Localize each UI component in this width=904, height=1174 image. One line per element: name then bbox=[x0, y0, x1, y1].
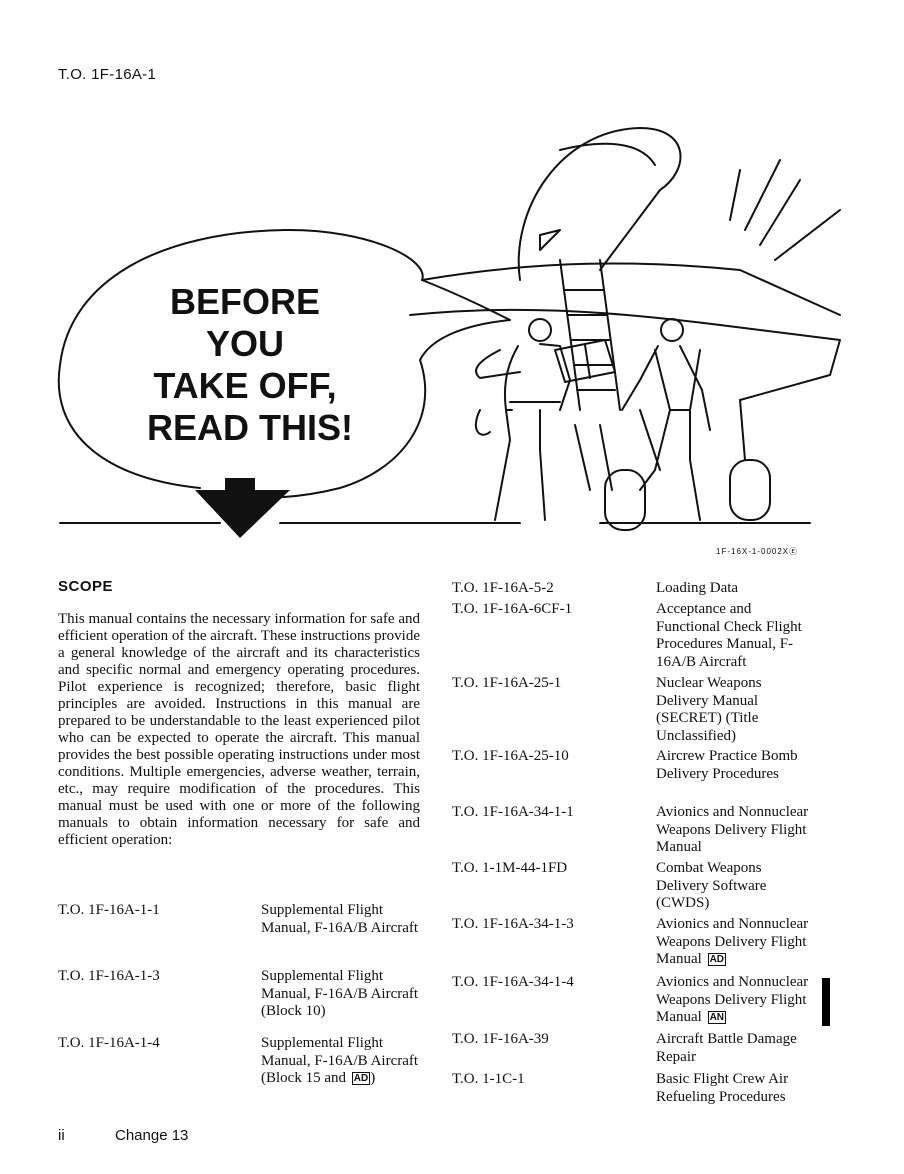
illustration-line-1: BEFORE bbox=[170, 281, 320, 322]
reference-title: Supplemental Flight Manual, F-16A/B Airc… bbox=[261, 902, 419, 936]
reference-number: T.O. 1F-16A-25-1 bbox=[452, 675, 562, 691]
reference-title: Nuclear Weapons Delivery Manual (SECRET)… bbox=[656, 675, 762, 744]
illustration-line-4: READ THIS! bbox=[147, 407, 353, 448]
reference-number: T.O. 1F-16A-34-1-4 bbox=[452, 974, 574, 990]
change-number: Change 13 bbox=[115, 1127, 189, 1144]
speech-bubble-icon bbox=[57, 228, 511, 499]
reference-number: T.O. 1F-16A-5-2 bbox=[452, 580, 554, 596]
reference-title: Loading Data bbox=[656, 580, 739, 596]
reference-title: Aircrew Practice Bomb Delivery Procedure… bbox=[656, 748, 798, 782]
reference-number: T.O. 1F-16A-1-4 bbox=[58, 1035, 160, 1051]
reference-number: T.O. 1-1M-44-1FD bbox=[452, 860, 568, 876]
reference-title: Combat Weapons Delivery Software (CWDS) bbox=[656, 860, 767, 911]
reference-number: T.O. 1F-16A-34-1-3 bbox=[452, 916, 574, 932]
reference-number: T.O. 1F-16A-25-10 bbox=[452, 748, 569, 764]
document-number: T.O. 1F-16A-1 bbox=[58, 66, 157, 83]
reference-title: Avionics and Nonnuclear Weapons Delivery… bbox=[656, 916, 809, 967]
an-badge: AN bbox=[707, 1011, 727, 1024]
scope-heading: SCOPE bbox=[58, 578, 114, 595]
illustration-line-2: YOU bbox=[206, 323, 284, 364]
reference-number: T.O. 1F-16A-1-3 bbox=[58, 968, 160, 984]
reference-number: T.O. 1-1C-1 bbox=[452, 1071, 525, 1087]
reference-title: Basic Flight Crew Air Refueling Procedur… bbox=[656, 1071, 789, 1105]
ad-badge: AD bbox=[707, 953, 727, 966]
scope-paragraph: This manual contains the necessary infor… bbox=[58, 611, 420, 848]
reference-number: T.O. 1F-16A-6CF-1 bbox=[452, 601, 573, 617]
change-bar bbox=[822, 978, 830, 1026]
reference-title: Supplemental Flight Manual, F-16A/B Airc… bbox=[261, 1035, 419, 1086]
before-you-take-off-illustration: BEFORE YOU TAKE OFF, READ THIS! bbox=[57, 127, 841, 538]
reference-title: Avionics and Nonnuclear Weapons Delivery… bbox=[656, 974, 809, 1025]
figure-id: 1F-16X-1-0002XⒺ bbox=[716, 547, 799, 556]
ad-badge: AD bbox=[351, 1072, 371, 1085]
reference-title: Supplemental Flight Manual, F-16A/B Airc… bbox=[261, 968, 419, 1019]
reference-title: Acceptance and Functional Check Flight P… bbox=[656, 601, 802, 670]
page-number: ii bbox=[58, 1127, 65, 1144]
reference-number: T.O. 1F-16A-39 bbox=[452, 1031, 549, 1047]
reference-title: Avionics and Nonnuclear Weapons Delivery… bbox=[656, 804, 809, 855]
reference-title-suffix: ) bbox=[370, 1070, 376, 1086]
reference-title: Aircraft Battle Damage Repair bbox=[656, 1031, 797, 1065]
down-arrow-icon bbox=[195, 478, 290, 538]
reference-number: T.O. 1F-16A-34-1-1 bbox=[452, 804, 574, 820]
reference-number: T.O. 1F-16A-1-1 bbox=[58, 902, 160, 918]
illustration-line-3: TAKE OFF, bbox=[153, 365, 336, 406]
